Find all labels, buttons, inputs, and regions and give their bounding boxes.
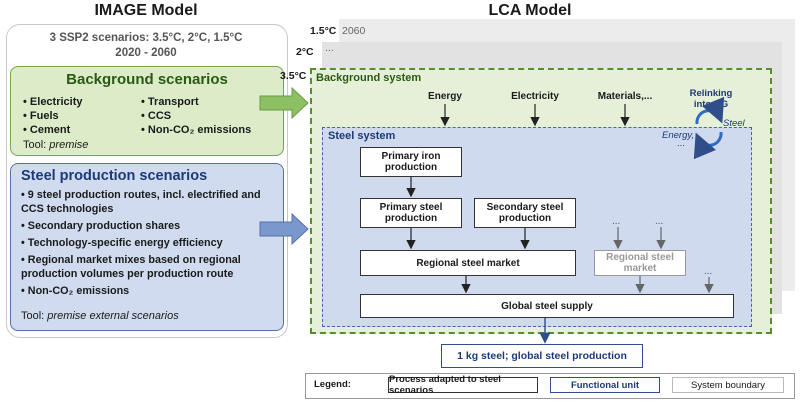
legend: Legend: Process adapted to steel scenari… [305,373,795,399]
image-model-title: IMAGE Model [94,2,198,19]
background-tool: Tool: premise [23,139,89,151]
list-item: • Cement [23,124,71,136]
relink-dots: ... [677,138,685,149]
legend-label: Legend: [314,379,351,390]
year-range: 2020 - 2060 [115,47,177,59]
layer-3-5c-label: 3.5°C [280,70,307,82]
list-item: • 9 steel production routes, incl. elect… [21,189,261,215]
primary-iron-production: Primary iron production [360,147,462,177]
relink-arrow-top [695,96,725,125]
arrow-background-to-lca [259,86,309,120]
dots-1: ... [612,216,621,227]
input-energy: Energy [428,91,462,102]
layer-2c-label: 2°C [296,46,314,58]
dots-3: ... [704,266,713,277]
legend-functional-unit: Functional unit [550,377,660,393]
dots-2: ... [655,216,664,227]
legend-process: Process adapted to steel scenarios [388,374,538,396]
functional-unit-box: 1 kg steel; global steel production [441,344,643,368]
global-steel-supply: Global steel supply [360,294,734,318]
layer-1-5c-label: 1.5°C [310,25,337,37]
steel-scenarios-title: Steel production scenarios [21,168,208,184]
lca-model-title: LCA Model [488,2,572,19]
background-items-left: • Electricity • Fuels • Cement [23,95,83,137]
list-item: • Regional market mixes based on regiona… [21,254,241,280]
relink-energy-label: Energy, [662,130,695,141]
secondary-steel-production: Secondary steel production [474,198,576,228]
arrow-steel-to-lca [259,212,309,246]
list-item: • CCS [141,110,172,122]
steel-tool: Tool: premise external scenarios [21,310,179,322]
legend-system-boundary: System boundary [672,377,784,393]
background-scenarios-title: Background scenarios [66,71,228,88]
list-item: • Electricity [23,96,83,108]
steel-scenarios-box: Steel production scenarios • 9 steel pro… [10,163,284,331]
list-item: • Non-CO₂ emissions [21,285,130,297]
background-items-right: • Transport • CCS • Non-CO₂ emissions [141,95,251,137]
input-materials: Materials,... [597,91,653,102]
list-item: • Fuels [23,110,59,122]
background-system-label: Background system [316,72,422,84]
layer-1-5c-year: 2060 [342,25,366,37]
scenario-line: 3 SSP2 scenarios: 3.5°C, 2°C, 1.5°C [49,32,243,44]
steel-system-label: Steel system [328,130,396,142]
list-item: • Non-CO₂ emissions [141,124,252,136]
list-item: • Transport [141,96,199,108]
layer-2c-dots: ... [325,42,334,54]
background-scenarios-box: Background scenarios • Electricity • Fue… [10,66,284,156]
steel-bullets: • 9 steel production routes, incl. elect… [21,188,276,298]
primary-steel-production: Primary steel production [360,198,462,228]
relink-arrow-bottom [693,131,723,160]
input-electricity: Electricity [511,91,559,102]
regional-steel-market-other: Regional steel market [594,250,686,276]
regional-steel-market: Regional steel market [360,250,576,276]
relink-steel-label: Steel [723,118,745,129]
list-item: • Secondary production shares [21,220,181,232]
list-item: • Technology-specific energy efficiency [21,237,223,249]
